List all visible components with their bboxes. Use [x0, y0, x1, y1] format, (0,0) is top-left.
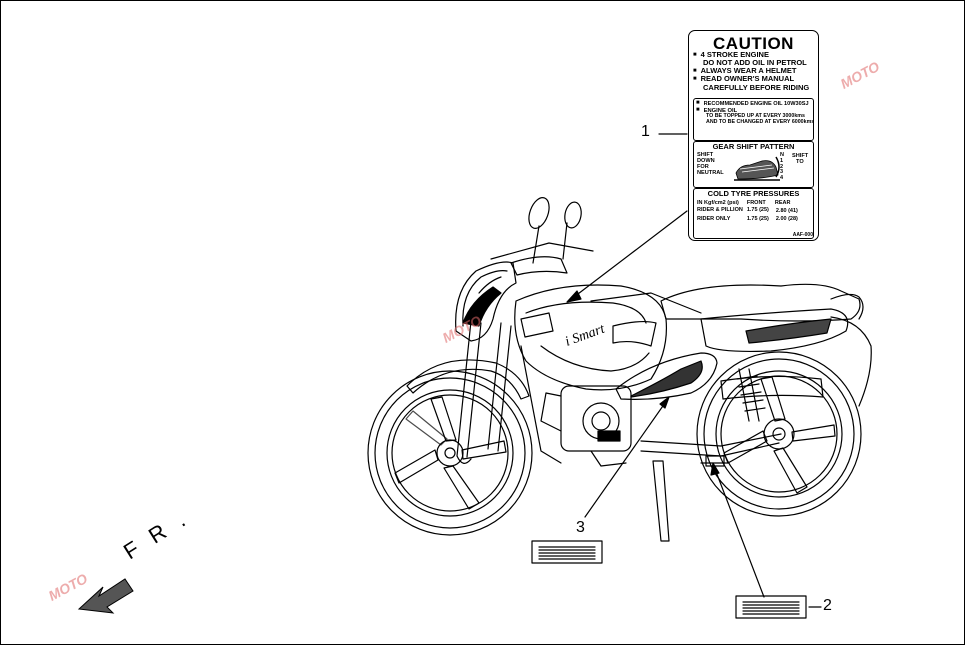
gear-left-line: NEUTRAL — [697, 169, 724, 176]
rear-panel — [700, 308, 872, 407]
tyre-cell: 1.75 (25) — [746, 215, 769, 222]
tyre-header-cell: IN Kgf/cm2 (psi) — [697, 199, 739, 206]
table-row: IN Kgf/cm2 (psi) FRONT REAR — [697, 200, 799, 207]
tank-decal — [520, 312, 657, 347]
front-fork — [456, 320, 512, 464]
tyre-cell: RIDER ONLY — [697, 215, 731, 222]
decal-3-label — [531, 540, 603, 564]
gear-shift-left-text: SHIFT DOWN FOR NEUTRAL — [697, 152, 724, 176]
leader-arrow-3 — [584, 402, 666, 518]
direction-arrow-icon — [77, 578, 134, 614]
gear-shift-right-text: SHIFT TO — [792, 153, 809, 166]
leader-arrow-1 — [573, 210, 688, 298]
caution-section-warnings: 4 STROKE ENGINE DO NOT ADD OIL IN PETROL… — [693, 50, 814, 98]
fuel-tank — [514, 284, 702, 391]
gear-right-line: TO — [796, 158, 804, 165]
gear-position: N — [780, 152, 784, 158]
swingarm — [640, 433, 782, 447]
gear-position: 1 — [780, 157, 784, 164]
chain-guard — [720, 375, 824, 400]
warning-line: 4 STROKE ENGINE — [693, 50, 814, 59]
gear-shift-pattern: GEAR SHIFT PATTERN SHIFT DOWN FOR NEUTRA… — [693, 141, 814, 188]
shoe-shift-icon — [734, 156, 780, 181]
leader-arrow-2 — [714, 468, 765, 598]
tyre-pressure-table: COLD TYRE PRESSURES IN Kgf/cm2 (psi) FRO… — [693, 188, 814, 239]
warning-line: ALWAYS WEAR A HELMET — [693, 67, 814, 75]
gear-right-line: SHIFT — [792, 153, 809, 159]
caution-label: CAUTION 4 STROKE ENGINE DO NOT ADD OIL I… — [688, 30, 819, 241]
side-stand — [652, 460, 670, 542]
gear-left-line: DOWN — [697, 157, 715, 164]
engine — [540, 385, 632, 467]
tyre-pressure-title: COLD TYRE PRESSURES — [707, 189, 800, 198]
tyre-cell: RIDER & PILLION — [697, 207, 743, 214]
callout-1: 1 — [641, 123, 650, 140]
headlight-visor — [455, 261, 517, 342]
caution-section-oil: RECOMMENDED ENGINE OIL 10W30SJ ENGINE OI… — [693, 98, 814, 141]
table-row: RIDER ONLY 1.75 (25) 2.00 (28) — [697, 215, 799, 223]
label-code: AAF-000 — [792, 232, 813, 238]
tyre-cell: 2.00 (28) — [775, 215, 798, 222]
seat — [660, 283, 861, 322]
decal-2-label — [735, 595, 807, 619]
gear-position: 4 — [780, 175, 784, 182]
gear-left-line: FOR — [697, 163, 709, 170]
tyre-header-cell: FRONT — [746, 199, 766, 206]
tyre-table: IN Kgf/cm2 (psi) FRONT REAR RIDER & PILL… — [697, 200, 799, 223]
front-fender — [406, 359, 530, 400]
tyre-header-cell: REAR — [774, 199, 791, 206]
gear-position: 3 — [780, 169, 784, 176]
tyre-cell: 2.80 (41) — [775, 207, 798, 214]
callout-2: 2 — [823, 597, 832, 614]
warning-line: CAREFULLY BEFORE RIDING — [703, 82, 810, 92]
warning-line: DO NOT ADD OIL IN PETROL — [703, 58, 807, 68]
side-cover-decal — [615, 352, 718, 400]
rear-wheel — [696, 351, 862, 517]
handlebar-mirrors — [490, 197, 594, 276]
callout-3: 3 — [576, 519, 585, 536]
frame-downtube — [520, 345, 562, 464]
front-wheel — [367, 370, 533, 536]
oil-line: AND TO BE CHANGED AT EVERY 6000kms — [706, 118, 815, 125]
tail-light — [830, 293, 864, 320]
gear-left-line: SHIFT — [697, 152, 714, 158]
oil-line: ENGINE OIL — [696, 108, 811, 114]
oil-line: TO BE TOPPED UP AT EVERY 3000kms — [706, 113, 805, 120]
table-row: RIDER & PILLION 1.75 (25) 2.80 (41) — [697, 207, 799, 215]
tyre-cell: 1.75 (25) — [746, 207, 769, 214]
tank-decal-text: i Smart — [563, 321, 608, 349]
gear-positions: N 1 2 3 4 — [780, 152, 784, 182]
gear-shift-title: GEAR SHIFT PATTERN — [712, 142, 795, 151]
caution-title: CAUTION — [713, 34, 794, 53]
gear-position: 2 — [780, 163, 784, 170]
oil-line: RECOMMENDED ENGINE OIL 10W30SJ — [696, 101, 811, 108]
warning-line: READ OWNER'S MANUAL — [693, 75, 814, 83]
